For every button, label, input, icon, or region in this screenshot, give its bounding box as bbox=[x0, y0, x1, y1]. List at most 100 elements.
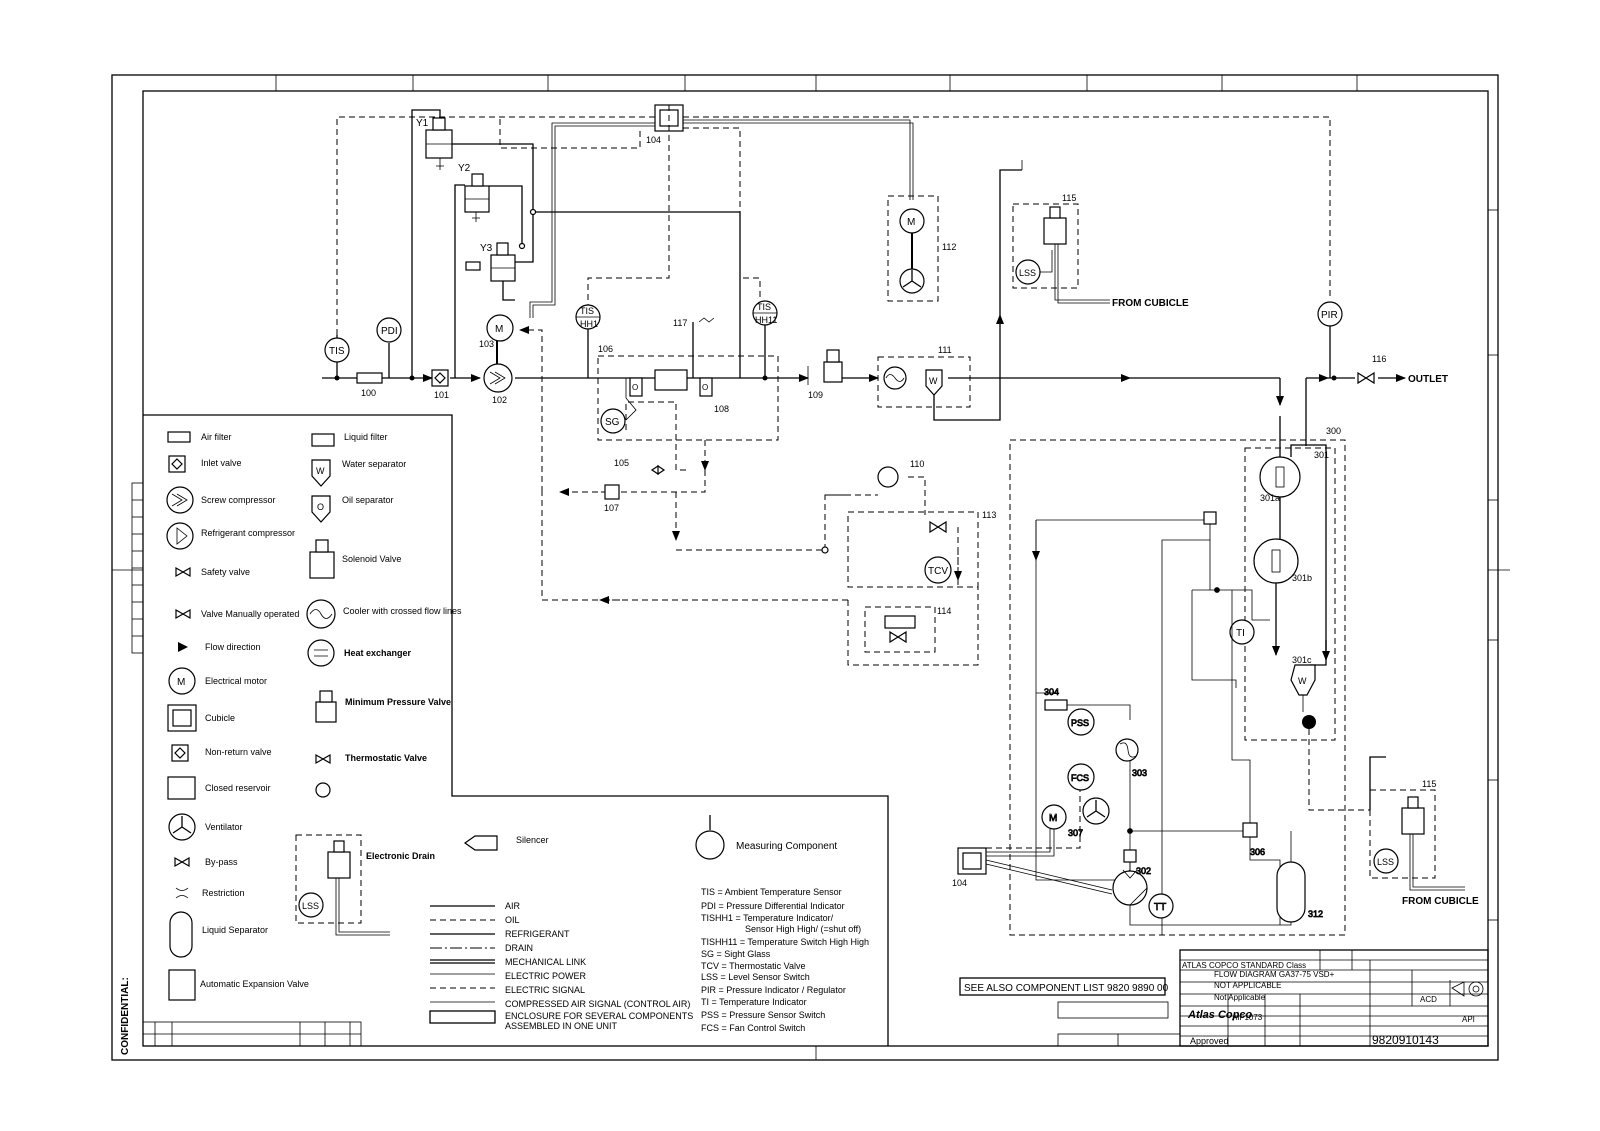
tag-306: 306 bbox=[1250, 847, 1265, 857]
abbr-fcs: FCS = Fan Control Switch bbox=[701, 1023, 805, 1033]
line-control-air: COMPRESSED AIR SIGNAL (CONTROL AIR) bbox=[505, 999, 690, 1009]
legend-inlet-valve: Inlet valve bbox=[201, 458, 242, 468]
legend-refrigerant-compressor: Refrigerant compressor bbox=[201, 528, 295, 538]
legend-by-pass: By-pass bbox=[205, 857, 238, 867]
legend-measuring: Measuring Component bbox=[736, 841, 837, 852]
motor-307-tag: M bbox=[1049, 813, 1057, 824]
main-air-line bbox=[322, 374, 1406, 446]
legend-min-pressure-valve: Minimum Pressure Valve bbox=[345, 697, 451, 707]
legend-oil-separator: Oil separator bbox=[342, 495, 394, 505]
abbr-lss: LSS = Level Sensor Switch bbox=[701, 972, 810, 982]
legend-electrical-motor: Electrical motor bbox=[205, 676, 267, 686]
tag-101: 101 bbox=[434, 390, 449, 400]
tcv-tag: TCV bbox=[928, 566, 948, 577]
line-electric-power: ELECTRIC POWER bbox=[505, 971, 587, 981]
tag-106: 106 bbox=[598, 344, 613, 354]
tt-tag: TT bbox=[1154, 902, 1166, 913]
pss-tag: PSS bbox=[1071, 718, 1089, 728]
left-strip-boxes bbox=[131, 482, 144, 654]
tb-treatment: Not Applicable bbox=[1214, 993, 1266, 1002]
tag-102: 102 bbox=[492, 395, 507, 405]
pdi-tag: PDI bbox=[381, 326, 398, 337]
tis-hh11-top: TIS bbox=[757, 302, 771, 312]
legend-liquid-filter: Liquid filter bbox=[344, 432, 388, 442]
legend-air-filter: Air filter bbox=[201, 432, 232, 442]
tag-108: 108 bbox=[714, 404, 729, 414]
lss-tag-top: LSS bbox=[1019, 268, 1036, 278]
legend-safety-valve: Safety valve bbox=[201, 567, 250, 577]
line-enclosure: ENCLOSURE FOR SEVERAL COMPONENTS bbox=[505, 1011, 693, 1021]
tb-api: API bbox=[1462, 1015, 1475, 1024]
from-cubicle-bottom: FROM CUBICLE bbox=[1402, 896, 1479, 907]
tb-status: NOT APPLICABLE bbox=[1214, 981, 1281, 990]
legend-liquid-separator: Liquid Separator bbox=[202, 925, 268, 935]
liquid-filter-114: 114 bbox=[847, 587, 979, 666]
pdi-sensor: PDI bbox=[376, 317, 402, 378]
oil-lines: 105 107 110 bbox=[519, 326, 959, 604]
line-electric-signal: ELECTRIC SIGNAL bbox=[505, 985, 585, 995]
tag-104: 104 bbox=[646, 135, 661, 145]
legend-box bbox=[143, 414, 889, 1046]
legend-motor-tag: M bbox=[177, 677, 185, 688]
line-refrigerant: REFRIGERANT bbox=[505, 929, 570, 939]
oil-separator-group-106: 106 O SG O 108 117 bbox=[597, 317, 779, 441]
abbr-tishh11: TISHH11 = Temperature Switch High High bbox=[701, 937, 869, 947]
line-oil: OIL bbox=[505, 915, 520, 925]
line-air: AIR bbox=[505, 901, 521, 911]
legend-silencer: Silencer bbox=[516, 835, 549, 845]
oil-sep-tag-b: O bbox=[702, 383, 708, 392]
tis-hh11-sensor: TIS HH11 bbox=[752, 300, 778, 378]
legend-closed-reservoir: Closed reservoir bbox=[205, 783, 271, 793]
legend-electronic-drain: Electronic Drain bbox=[366, 851, 435, 861]
lss-tag-bottom: LSS bbox=[1377, 857, 1394, 867]
tag-105: 105 bbox=[614, 458, 629, 468]
tb-company-std: ATLAS COPCO STANDARD Class bbox=[1182, 961, 1306, 970]
legend-ventilator: Ventilator bbox=[205, 822, 243, 832]
from-cubicle-top: FROM CUBICLE bbox=[1112, 298, 1189, 309]
abbr-sg: SG = Sight Glass bbox=[701, 949, 771, 959]
sg-tag: SG bbox=[605, 417, 620, 428]
tb-size: ACD bbox=[1420, 995, 1437, 1004]
thermostatic-valve-113: 113 TCV bbox=[847, 510, 996, 588]
legend-heat-exchanger: Heat exchanger bbox=[344, 648, 412, 658]
tag-104-bottom: 104 bbox=[952, 878, 967, 888]
projection-icon bbox=[1451, 981, 1484, 997]
tag-103: 103 bbox=[479, 339, 494, 349]
see-also-box: SEE ALSO COMPONENT LIST 9820 9890 00 bbox=[959, 977, 1169, 996]
tag-100: 100 bbox=[361, 388, 376, 398]
tag-114: 114 bbox=[937, 606, 951, 616]
tag-312: 312 bbox=[1308, 909, 1323, 919]
y3-tag: Y3 bbox=[480, 243, 493, 254]
y2-tag: Y2 bbox=[458, 163, 471, 174]
tb-name: FLOW DIAGRAM GA37-75 VSD+ bbox=[1214, 970, 1335, 979]
legend-cubicle: Cubicle bbox=[205, 713, 235, 723]
tag-302: 302 bbox=[1136, 866, 1151, 876]
legend-solenoid-valve: Solenoid Valve bbox=[342, 554, 401, 564]
legend-symbols: M W O bbox=[166, 431, 337, 1001]
oil-sep-tag-a: O bbox=[632, 383, 638, 392]
water-sep-tag: W bbox=[929, 376, 938, 386]
tis-hh1-sensor: TIS HH1 bbox=[575, 304, 601, 378]
legend-thermostatic-valve: Thermostatic Valve bbox=[345, 753, 427, 763]
motor-103-tag: M bbox=[495, 324, 503, 335]
line-drain: DRAIN bbox=[505, 943, 533, 953]
tag-301a: 301a bbox=[1260, 493, 1280, 503]
pir-tag: PIR bbox=[1321, 310, 1338, 321]
ti-tag: TI bbox=[1236, 628, 1245, 639]
legend-non-return-valve: Non-return valve bbox=[205, 747, 272, 757]
tb-code: AIF1073 bbox=[1232, 1013, 1263, 1022]
frame-ticks bbox=[112, 75, 1510, 1060]
cubicle-104-bottom: 104 bbox=[952, 790, 1113, 895]
legend-cooler: Cooler with crossed flow lines bbox=[343, 606, 462, 616]
fcs-tag: FCS bbox=[1071, 773, 1089, 783]
tag-301: 301 bbox=[1314, 450, 1329, 460]
y1-tag: Y1 bbox=[416, 118, 429, 129]
legend-o-tag: O bbox=[317, 502, 324, 512]
tag-304: 304 bbox=[1044, 687, 1059, 697]
tis-hh1-bottom: HH1 bbox=[580, 319, 598, 329]
tag-301b: 301b bbox=[1292, 573, 1312, 583]
tis-hh1-top: TIS bbox=[580, 306, 594, 316]
electric-signal-lines bbox=[336, 105, 1331, 337]
ventilator-112: 112 M bbox=[887, 195, 956, 302]
